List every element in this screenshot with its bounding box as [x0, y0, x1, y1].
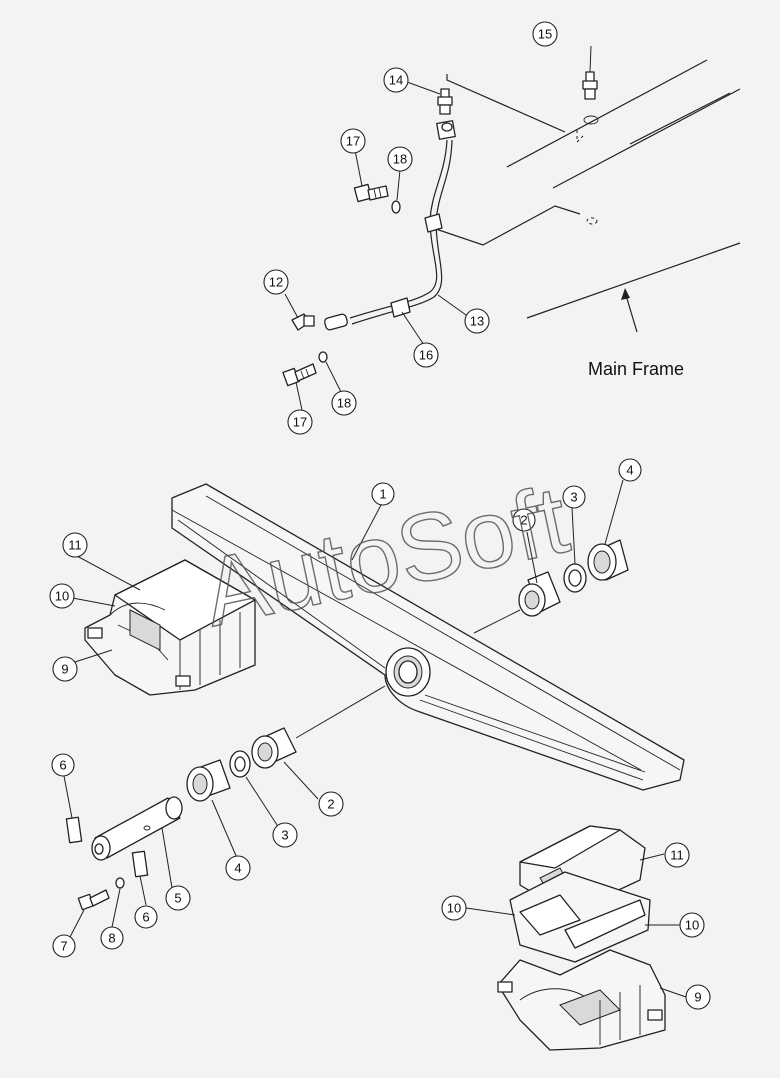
- callout-2: 2: [318, 791, 344, 817]
- saddle-base-9-right: [497, 949, 666, 1051]
- callout-11: 11: [664, 842, 690, 868]
- svg-text:17: 17: [346, 134, 360, 149]
- callout-5: 5: [165, 885, 191, 911]
- bolt-7: [77, 889, 110, 911]
- callout-17: 17: [287, 409, 313, 435]
- callout-6: 6: [134, 905, 158, 929]
- svg-text:5: 5: [174, 891, 181, 906]
- svg-text:12: 12: [269, 275, 283, 290]
- svg-text:18: 18: [393, 152, 407, 167]
- bushing-4-upper: [587, 539, 629, 581]
- washer-8: [115, 877, 125, 889]
- callout-17: 17: [340, 128, 366, 154]
- svg-text:15: 15: [538, 27, 552, 42]
- hose-clamp-16: [390, 213, 443, 318]
- lock-plate-6-upper: [65, 816, 83, 844]
- washer-18-upper: [391, 200, 401, 214]
- svg-text:11: 11: [68, 538, 82, 553]
- svg-text:10: 10: [55, 589, 69, 604]
- pivot-pin-5: [91, 796, 183, 861]
- callout-10: 10: [679, 912, 705, 938]
- seal-ring-3-upper: [563, 563, 587, 593]
- svg-text:6: 6: [142, 910, 149, 925]
- callout-14: 14: [383, 67, 409, 93]
- grease-fitting-15: [582, 71, 598, 100]
- svg-text:6: 6: [59, 758, 66, 773]
- callout-18: 18: [387, 146, 413, 172]
- svg-text:10: 10: [447, 901, 461, 916]
- bushing-2-upper: [518, 571, 561, 617]
- saddle-assembly-left: [84, 559, 256, 696]
- callout-12: 12: [263, 269, 289, 295]
- svg-text:16: 16: [419, 348, 433, 363]
- callout-3: 3: [272, 822, 298, 848]
- callout-18: 18: [331, 390, 357, 416]
- callout-13: 13: [464, 308, 490, 334]
- svg-text:13: 13: [470, 314, 484, 329]
- svg-text:1: 1: [379, 487, 386, 502]
- main-frame-label: Main Frame: [588, 359, 684, 379]
- svg-text:9: 9: [694, 990, 701, 1005]
- bolt-17-lower: [282, 363, 317, 387]
- callout-10: 10: [441, 895, 467, 921]
- main-frame: [429, 59, 741, 319]
- svg-text:9: 9: [61, 662, 68, 677]
- callout-11: 11: [62, 532, 88, 558]
- callout-7: 7: [52, 934, 76, 958]
- callout-3: 3: [562, 485, 586, 509]
- svg-text:3: 3: [281, 828, 288, 843]
- callout-4: 4: [618, 458, 642, 482]
- bushing-4-lower: [186, 759, 231, 802]
- svg-text:2: 2: [520, 513, 527, 528]
- svg-text:17: 17: [293, 415, 307, 430]
- bolt-17-upper: [353, 183, 389, 203]
- callout-9: 9: [52, 656, 78, 682]
- callout-16: 16: [413, 342, 439, 368]
- svg-text:11: 11: [670, 848, 684, 863]
- equalizer-bar-1: [171, 483, 685, 791]
- washer-18-lower: [318, 351, 328, 363]
- main-frame-arrow: [621, 288, 638, 333]
- seal-ring-3-lower: [229, 750, 251, 778]
- svg-text:2: 2: [327, 797, 334, 812]
- svg-text:3: 3: [570, 490, 577, 505]
- svg-text:7: 7: [60, 939, 67, 954]
- svg-text:4: 4: [626, 463, 633, 478]
- lock-plate-6-lower: [131, 850, 149, 878]
- svg-text:18: 18: [337, 396, 351, 411]
- callout-10: 10: [49, 583, 75, 609]
- grease-fitting-14: [437, 88, 453, 115]
- svg-text:10: 10: [685, 918, 699, 933]
- callout-2: 2: [512, 508, 536, 532]
- svg-text:4: 4: [234, 861, 241, 876]
- callout-9: 9: [685, 984, 711, 1010]
- leader-lines: [61, 45, 687, 998]
- callout-15: 15: [532, 21, 558, 47]
- callout-8: 8: [100, 926, 124, 950]
- svg-text:14: 14: [389, 73, 403, 88]
- callout-4: 4: [225, 855, 251, 881]
- callout-6: 6: [51, 753, 75, 777]
- saddle-liner-10-right: [509, 871, 651, 963]
- bushing-2-lower: [251, 727, 297, 769]
- fitting-12: [291, 313, 315, 331]
- svg-text:8: 8: [108, 931, 115, 946]
- callout-1: 1: [371, 482, 395, 506]
